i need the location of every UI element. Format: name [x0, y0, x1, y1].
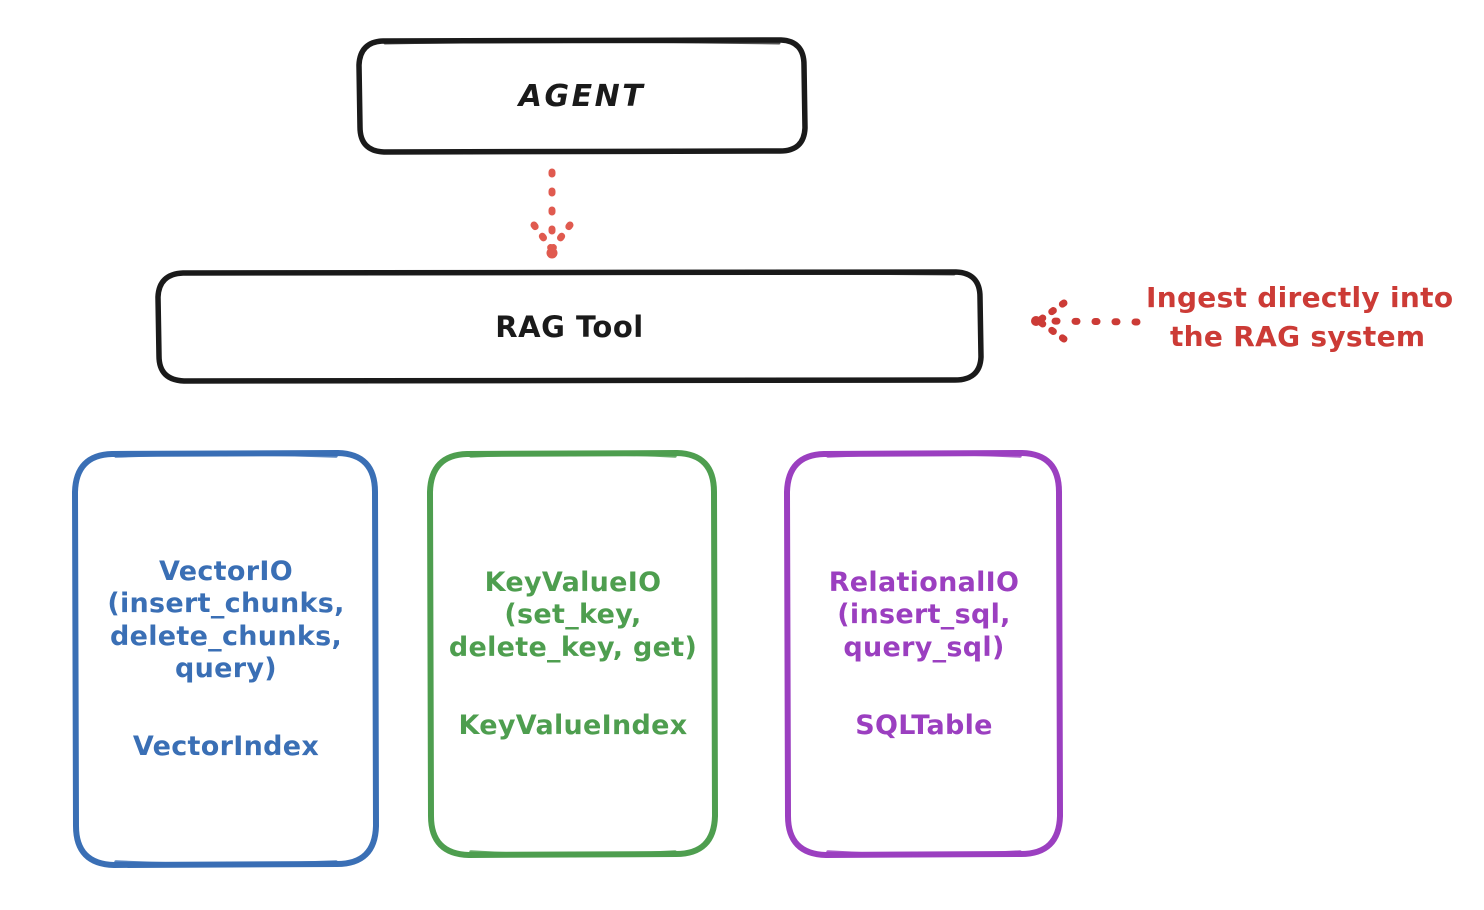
agent-box-outline [356, 37, 808, 155]
node-key-value-io[interactable]: KeyValueIO (set_key, delete_key, get) Ke… [427, 450, 719, 858]
rag-tool-label: RAG Tool [495, 309, 644, 344]
relational-io-line-2: (insert_sql, [837, 599, 1011, 631]
key-value-io-line-2: (set_key, [504, 599, 642, 631]
vector-io-line-1: VectorIO [159, 555, 293, 587]
relational-io-line-3: query_sql) [843, 631, 1005, 663]
vector-io-line-3: delete_chunks, [109, 620, 343, 652]
relational-io-box-outline [784, 450, 1063, 858]
vector-io-box-outline [72, 450, 379, 868]
agent-label: AGENT [518, 78, 646, 114]
key-value-io-box-outline [427, 450, 718, 858]
key-value-io-line-1: KeyValueIO [484, 566, 662, 598]
annotation-ingest-note: Ingest directly into the RAG system [1146, 278, 1476, 356]
node-rag-tool[interactable]: RAG Tool [155, 269, 984, 384]
node-agent[interactable]: AGENT [356, 37, 808, 155]
relational-io-line-1: RelationalIO [828, 566, 1020, 598]
vector-io-line-4: query) [175, 652, 277, 684]
key-value-io-line-3: delete_key, get) [448, 631, 698, 663]
annotation-line-1: Ingest directly into [1146, 281, 1454, 314]
node-vector-io[interactable]: VectorIO (insert_chunks, delete_chunks, … [72, 450, 380, 868]
dotted-arrow-left-icon [1031, 299, 1141, 343]
annotation-line-2: the RAG system [1170, 320, 1426, 354]
key-value-io-index-label: KeyValueIndex [458, 710, 688, 742]
node-relational-io[interactable]: RelationalIO (insert_sql, query_sql) SQL… [784, 450, 1064, 858]
vector-io-index-label: VectorIndex [132, 731, 320, 763]
rag-tool-box-outline [155, 269, 984, 384]
vector-io-line-2: (insert_chunks, [107, 588, 345, 620]
dotted-arrow-down-icon [530, 168, 574, 259]
relational-io-index-label: SQLTable [855, 710, 993, 742]
